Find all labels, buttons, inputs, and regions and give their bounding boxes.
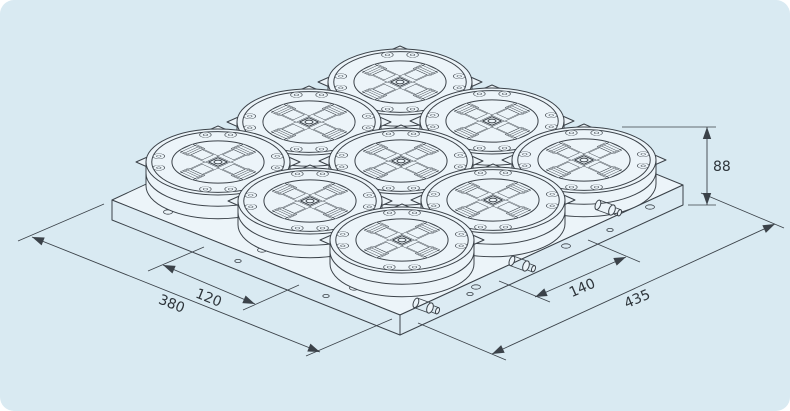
dimension-height-88: 88	[622, 126, 731, 206]
dim-label-height: 88	[713, 159, 731, 175]
